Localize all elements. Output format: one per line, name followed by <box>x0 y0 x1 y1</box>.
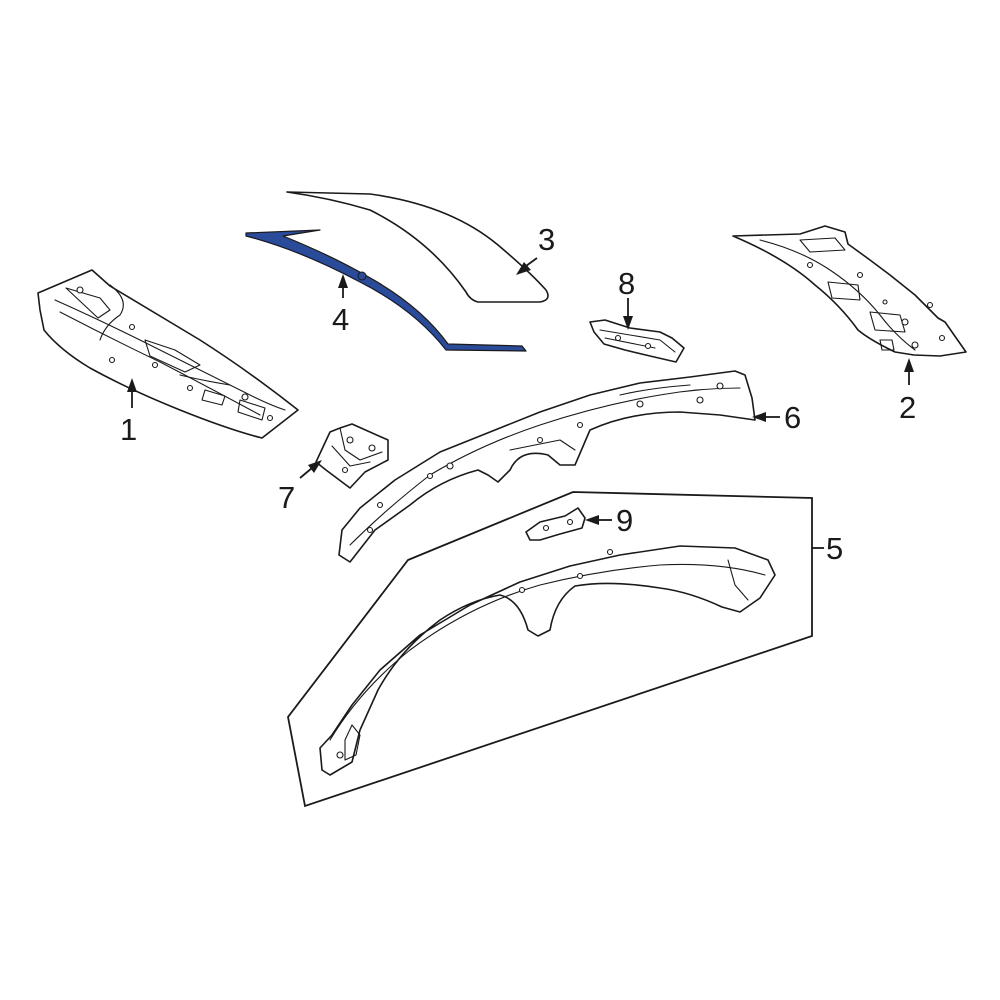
seal-path <box>245 229 527 352</box>
callout-4: 4 <box>332 302 349 337</box>
callout-6: 6 <box>784 400 801 435</box>
part-6-rail[interactable] <box>338 370 756 563</box>
part-2-shelf-panel[interactable] <box>732 225 967 357</box>
callout-5: 5 <box>826 531 843 566</box>
part-7-hinge-bracket[interactable] <box>315 423 389 489</box>
callout-9: 9 <box>616 503 633 538</box>
callout-2: 2 <box>899 390 916 425</box>
part-5-group-outline <box>287 491 813 808</box>
callout-8: 8 <box>618 266 635 301</box>
part-5-wheelhouse-pillar[interactable] <box>319 545 776 776</box>
part-9-clip[interactable] <box>525 507 586 541</box>
callout-3: 3 <box>538 222 555 257</box>
part-4-glass-seal[interactable] <box>245 229 527 352</box>
part-8-bracket[interactable] <box>589 319 685 363</box>
callout-7: 7 <box>278 480 295 515</box>
part-3-rear-glass[interactable] <box>286 191 549 303</box>
leaders <box>127 257 914 549</box>
callout-1: 1 <box>120 412 137 447</box>
part-1-header-panel[interactable] <box>37 269 299 439</box>
